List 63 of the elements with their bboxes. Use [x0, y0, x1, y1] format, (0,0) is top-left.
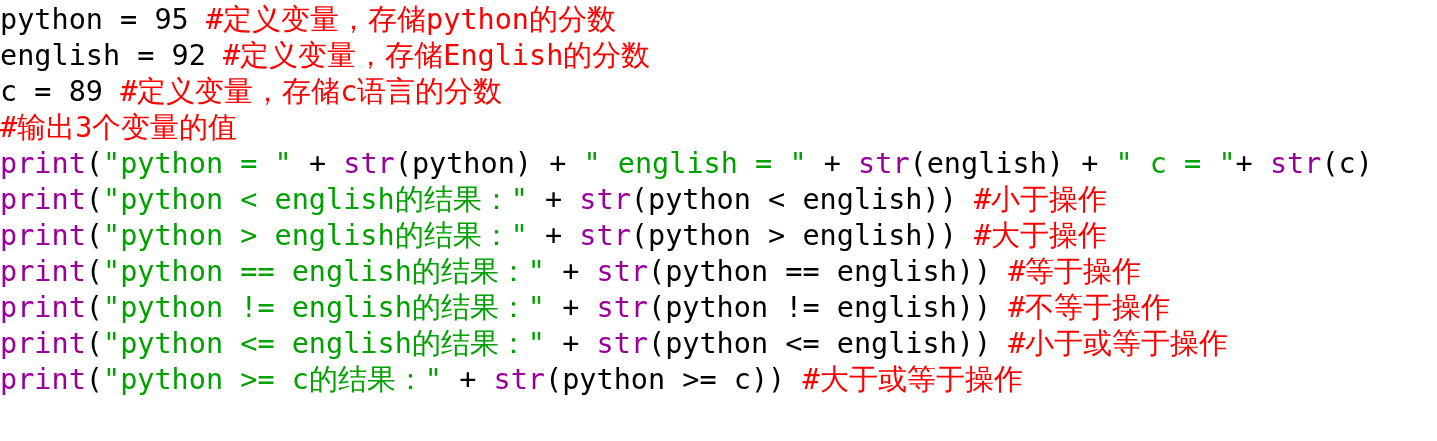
code-text: ( [85, 183, 103, 216]
keyword-text: str [493, 363, 546, 396]
code-text: ( [85, 147, 103, 180]
string-text: "python = " [102, 147, 292, 180]
code-text: + [562, 327, 580, 360]
code-text: ( [85, 255, 103, 288]
keyword-text: str [858, 147, 910, 180]
keyword-text: str [596, 327, 648, 360]
code-text: (python > english)) [630, 219, 957, 252]
keyword-text: str [1269, 147, 1322, 180]
comment-text: #等于操作 [1008, 255, 1142, 288]
string-text: "python == english的结果：" [102, 255, 545, 288]
comment-text: #大于操作 [974, 219, 1108, 252]
code-text: + [308, 147, 327, 180]
comment-text: #不等于操作 [1008, 291, 1171, 324]
code-text: c = 89 [0, 75, 103, 108]
code-text: (python == english)) [648, 255, 992, 288]
string-text: "python < english的结果：" [102, 183, 528, 216]
keyword-text: str [596, 255, 648, 288]
keyword-text: print [0, 183, 86, 216]
code-text: english = 92 [0, 39, 206, 72]
comment-text: #定义变量，存储c语言的分数 [120, 75, 503, 108]
keyword-text: print [0, 327, 86, 360]
comment-text: #小于操作 [974, 183, 1108, 216]
comment-text: #定义变量，存储python的分数 [205, 3, 617, 36]
keyword-text: str [579, 183, 631, 216]
code-text: ( [85, 219, 103, 252]
code-text: + [562, 291, 580, 324]
code-text: (python >= c)) [545, 363, 786, 396]
code-text: ( [85, 327, 103, 360]
code-text: (c) [1321, 147, 1373, 180]
code-text: + [545, 219, 563, 252]
comment-text: #小于或等于操作 [1008, 327, 1229, 360]
code-text: (python) + [394, 147, 567, 180]
code-text: + [459, 363, 477, 396]
keyword-text: print [0, 147, 86, 180]
code-text: (python != english)) [648, 291, 992, 324]
code-text: ( [85, 291, 103, 324]
comment-text: #定义变量，存储English的分数 [223, 39, 651, 72]
code-text: + [823, 147, 841, 180]
code-text: (python <= english)) [648, 327, 992, 360]
code-text: (english) + [909, 147, 1099, 180]
keyword-text: print [0, 363, 86, 396]
code-text: (python < english)) [630, 183, 957, 216]
string-text: " c = " [1115, 147, 1236, 180]
code-text: ( [85, 363, 103, 396]
comment-text: #输出3个变量的值 [0, 111, 238, 144]
code-text: python = 95 [0, 3, 189, 36]
string-text: "python != english的结果：" [102, 291, 545, 324]
comment-text: #大于或等于操作 [802, 363, 1023, 396]
string-text: "python >= c的结果：" [102, 363, 443, 396]
keyword-text: print [0, 255, 86, 288]
string-text: " english = " [583, 147, 807, 180]
keyword-text: str [579, 219, 631, 252]
code-text: + [562, 255, 580, 288]
keyword-text: str [596, 291, 648, 324]
code-text: + [1235, 147, 1253, 180]
string-text: "python <= english的结果：" [102, 327, 545, 360]
keyword-text: print [0, 291, 86, 324]
keyword-text: print [0, 219, 86, 252]
keyword-text: str [343, 147, 395, 180]
code-text: + [545, 183, 563, 216]
string-text: "python > english的结果：" [102, 219, 528, 252]
